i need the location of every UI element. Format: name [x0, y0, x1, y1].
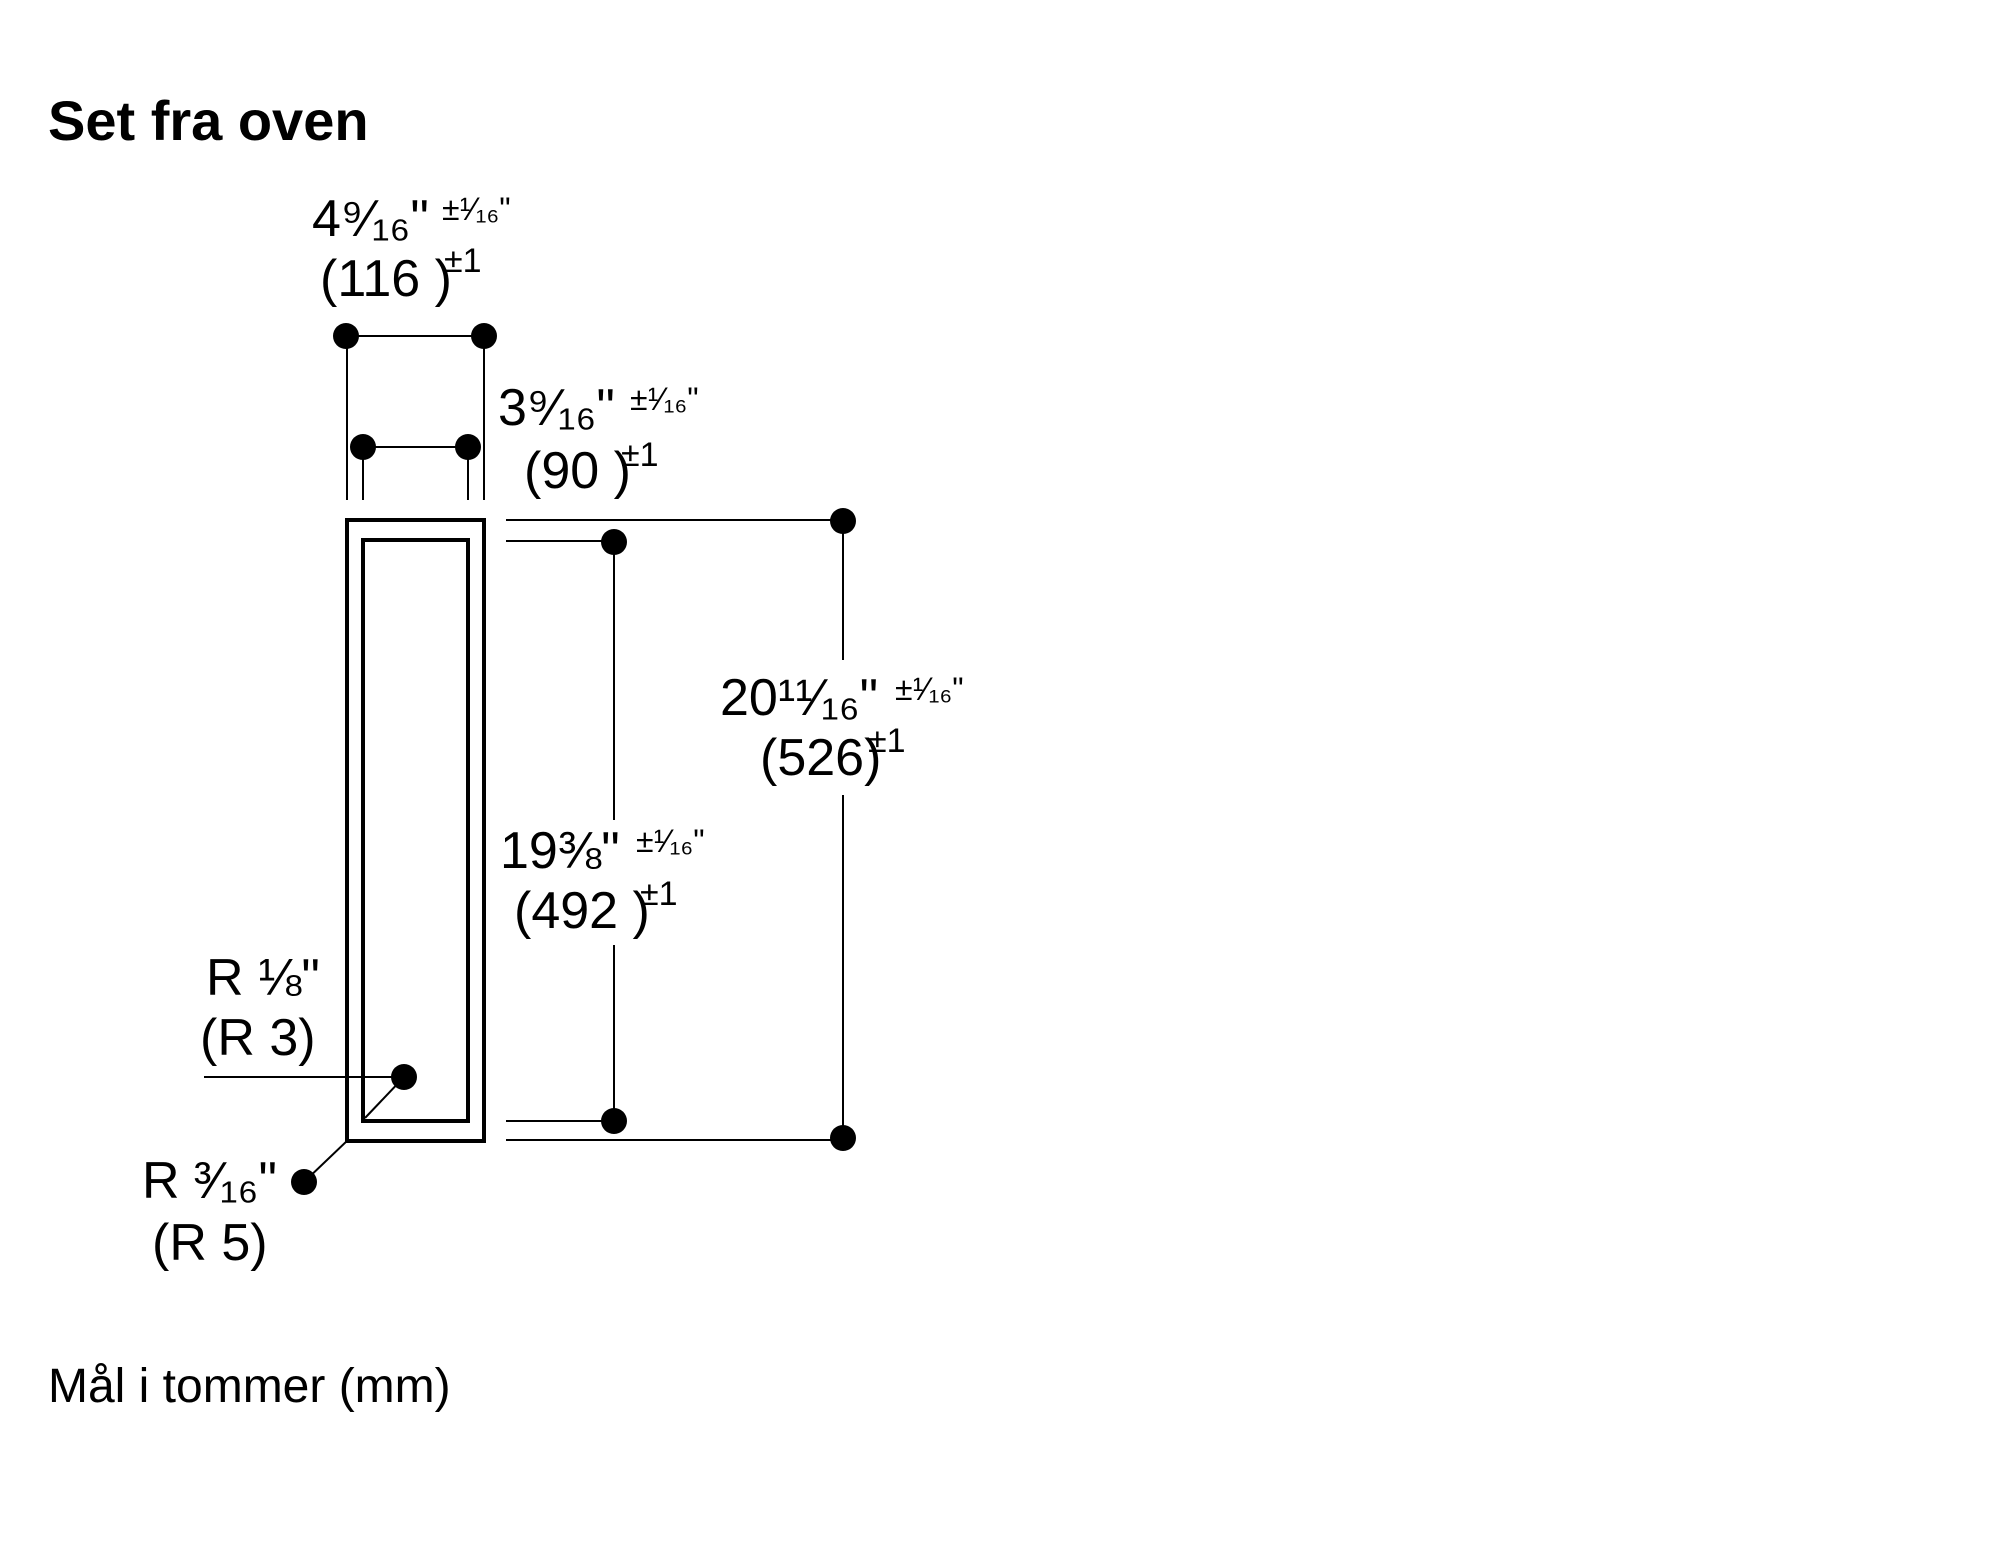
outer-width-dot-left [333, 323, 359, 349]
outer-height-dot-top [830, 508, 856, 534]
inner-width-mm-tolerance: ±1 [621, 436, 659, 474]
inner-width-inch-tolerance: ±¹⁄₁₆" [630, 381, 699, 417]
outer-width-inch-tolerance: ±¹⁄₁₆" [442, 191, 511, 227]
inner-height-mm-label: (492 ) [514, 882, 650, 940]
inner-height-mm-tolerance: ±1 [640, 875, 678, 913]
inner-width-mm-label: (90 ) [524, 442, 631, 500]
outer-height-mm-label: (526) [760, 729, 881, 787]
outer-width-mm-tolerance: ±1 [444, 242, 482, 280]
inner-width-dot-right [455, 434, 481, 460]
outer-height-dot-bottom [830, 1125, 856, 1151]
outer-width-inch-label: 4⁹⁄₁₆" [312, 190, 429, 248]
outer-height-inch-label: 20¹¹⁄₁₆" [720, 669, 878, 727]
outer-height-mm-tolerance: ±1 [868, 722, 906, 760]
inner-width-inch-label: 3⁹⁄₁₆" [498, 379, 615, 437]
outer-radius-inch-label: R ³⁄₁₆" [142, 1152, 277, 1210]
inner-height-inch-tolerance: ±¹⁄₁₆" [636, 823, 705, 859]
inner-radius-dot [391, 1064, 417, 1090]
outer-width-mm-label: (116 ) [320, 250, 452, 308]
inner-height-dot-bottom [601, 1108, 627, 1134]
outer-height-inch-tolerance: ±¹⁄₁₆" [895, 671, 964, 707]
inner-width-dot-left [350, 434, 376, 460]
inner-height-dot-top [601, 529, 627, 555]
outer-radius-dot [291, 1169, 317, 1195]
inner-frame [361, 538, 470, 1123]
inner-radius-inch-label: R ⅛" [206, 949, 320, 1007]
inner-height-inch-label: 19⅜" [500, 822, 620, 880]
outer-width-dot-right [471, 323, 497, 349]
page-title: Set fra oven [48, 89, 369, 152]
outer-frame [345, 518, 486, 1143]
units-note: Mål i tommer (mm) [48, 1360, 451, 1413]
outer-radius-mm-label: (R 5) [152, 1214, 268, 1272]
inner-radius-mm-label: (R 3) [200, 1009, 316, 1067]
